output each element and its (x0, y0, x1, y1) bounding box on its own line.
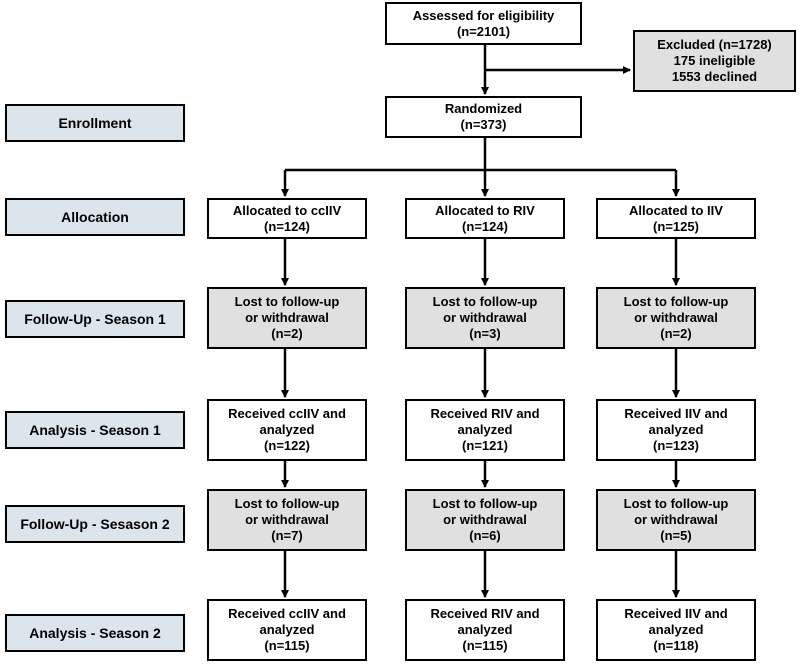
analyzed-label-2: analyzed (457, 622, 513, 637)
excluded-label: Excluded (n=1728) (657, 37, 772, 52)
excluded-ineligible: 175 ineligible (673, 53, 756, 68)
analyzed-count: (n=122) (264, 438, 310, 453)
analyzed-season2-IIV-box: Received IIV and analyzed (n=118) (596, 599, 756, 661)
lost-label-2: or withdrawal (634, 512, 718, 527)
allocated-count: (n=124) (264, 218, 310, 234)
lost-count: (n=2) (660, 326, 692, 341)
randomized-count: (n=373) (460, 117, 507, 132)
allocated-label: Allocated to IIV (629, 202, 723, 218)
allocated-label: Allocated to RIV (435, 202, 535, 218)
lost-count: (n=6) (469, 528, 501, 543)
randomized-box: Randomized (n=373) (385, 96, 582, 138)
stage-label-allocation: Allocation (5, 198, 185, 236)
analyzed-count: (n=115) (264, 638, 310, 653)
analyzed-label-2: analyzed (259, 422, 315, 437)
excluded-declined: 1553 declined (671, 69, 758, 84)
allocated-ccIIV-box: Allocated to ccIIV (n=124) (207, 198, 367, 239)
randomized-label: Randomized (444, 101, 523, 116)
lost-label: Lost to follow-up (234, 496, 340, 511)
analyzed-label-2: analyzed (648, 422, 704, 437)
analyzed-label-2: analyzed (457, 422, 513, 437)
analyzed-season2-RIV-box: Received RIV and analyzed (n=115) (405, 599, 565, 661)
lost-count: (n=7) (271, 528, 303, 543)
analyzed-label: Received RIV and (430, 406, 540, 421)
analyzed-count: (n=118) (653, 638, 699, 653)
excluded-box: Excluded (n=1728) 175 ineligible 1553 de… (633, 30, 796, 92)
stage-label-enrollment: Enrollment (5, 104, 185, 142)
lost-season2-ccIIV-box: Lost to follow-up or withdrawal (n=7) (207, 489, 367, 551)
lost-season1-RIV-box: Lost to follow-up or withdrawal (n=3) (405, 287, 565, 349)
allocated-IIV-box: Allocated to IIV (n=125) (596, 198, 756, 239)
stage-label-analysis-season2: Analysis - Season 2 (5, 614, 185, 652)
allocated-RIV-box: Allocated to RIV (n=124) (405, 198, 565, 239)
lost-label-2: or withdrawal (634, 310, 718, 325)
assessed-label: Assessed for eligibility (412, 7, 555, 23)
analyzed-label: Received ccIIV and (228, 606, 346, 621)
lost-label-2: or withdrawal (443, 512, 527, 527)
lost-label-2: or withdrawal (245, 310, 329, 325)
stage-label-followup-season1: Follow-Up - Season 1 (5, 300, 185, 338)
assessed-count: (n=2101) (456, 23, 511, 39)
stage-label-analysis-season1: Analysis - Season 1 (5, 411, 185, 449)
analyzed-season1-RIV-box: Received RIV and analyzed (n=121) (405, 399, 565, 461)
allocated-label: Allocated to ccIIV (232, 202, 342, 218)
lost-label-2: or withdrawal (245, 512, 329, 527)
lost-count: (n=2) (271, 326, 303, 341)
lost-label: Lost to follow-up (432, 496, 538, 511)
analyzed-label: Received RIV and (430, 606, 540, 621)
allocated-count: (n=124) (462, 218, 508, 234)
lost-season1-IIV-box: Lost to follow-up or withdrawal (n=2) (596, 287, 756, 349)
allocated-count: (n=125) (653, 218, 699, 234)
analyzed-label: Received IIV and (624, 406, 728, 421)
lost-season2-IIV-box: Lost to follow-up or withdrawal (n=5) (596, 489, 756, 551)
stage-label-followup-season2: Follow-Up - Sesason 2 (5, 505, 185, 543)
lost-label: Lost to follow-up (432, 294, 538, 309)
analyzed-label: Received IIV and (624, 606, 728, 621)
lost-count: (n=3) (469, 326, 501, 341)
lost-season1-ccIIV-box: Lost to follow-up or withdrawal (n=2) (207, 287, 367, 349)
assessed-box: Assessed for eligibility (n=2101) (385, 2, 582, 45)
analyzed-label: Received ccIIV and (228, 406, 346, 421)
analyzed-label-2: analyzed (259, 622, 315, 637)
analyzed-count: (n=115) (462, 638, 508, 653)
analyzed-label-2: analyzed (648, 622, 704, 637)
lost-count: (n=5) (660, 528, 692, 543)
analyzed-season2-ccIIV-box: Received ccIIV and analyzed (n=115) (207, 599, 367, 661)
analyzed-count: (n=121) (462, 438, 508, 453)
analyzed-season1-IIV-box: Received IIV and analyzed (n=123) (596, 399, 756, 461)
analyzed-season1-ccIIV-box: Received ccIIV and analyzed (n=122) (207, 399, 367, 461)
lost-season2-RIV-box: Lost to follow-up or withdrawal (n=6) (405, 489, 565, 551)
lost-label: Lost to follow-up (623, 294, 729, 309)
analyzed-count: (n=123) (653, 438, 699, 453)
lost-label-2: or withdrawal (443, 310, 527, 325)
lost-label: Lost to follow-up (234, 294, 340, 309)
lost-label: Lost to follow-up (623, 496, 729, 511)
